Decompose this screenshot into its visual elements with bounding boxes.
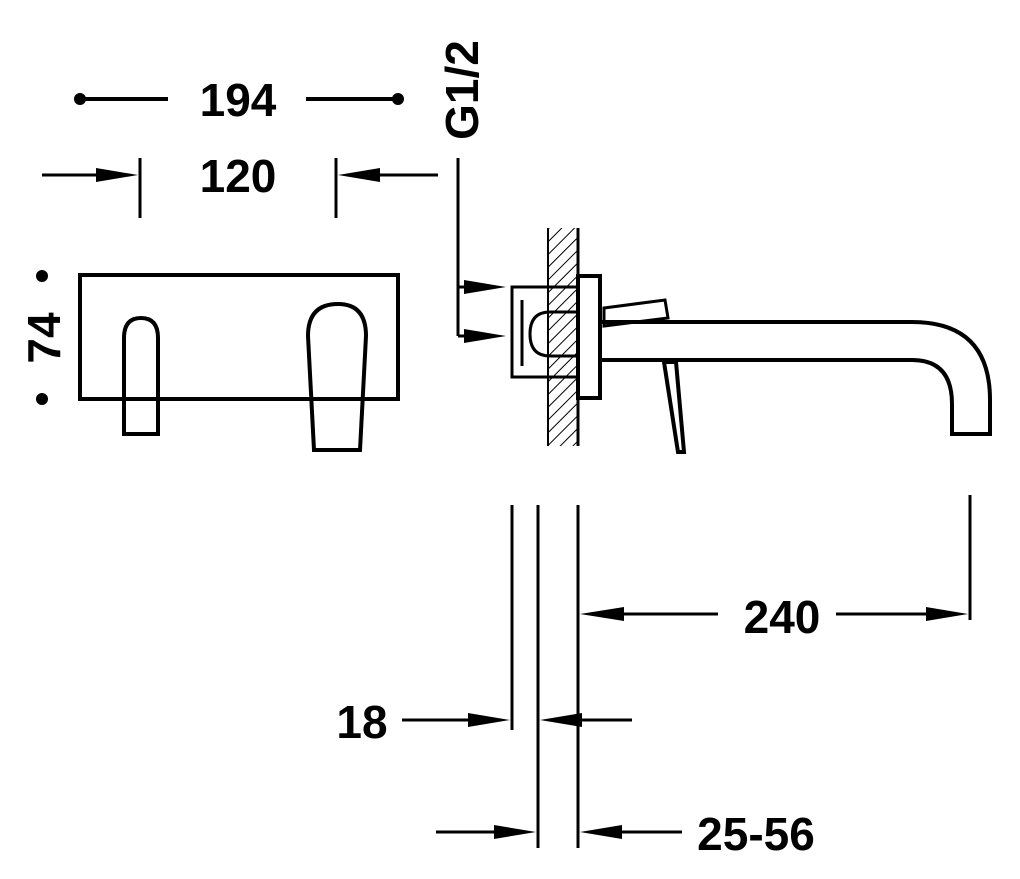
dim-plate-depth-label: 18 — [336, 696, 387, 748]
dim-overall-width-label: 194 — [200, 74, 277, 126]
dim-handle-spacing: 120 — [42, 150, 438, 218]
left-handle — [122, 315, 160, 436]
front-view: 194 120 74 — [18, 74, 438, 452]
cover-plate — [78, 273, 400, 401]
extension-lines — [510, 495, 972, 848]
dim-wall-range-label: 25-56 — [697, 808, 815, 860]
side-cover-plate — [576, 274, 602, 400]
dim-plate-height-label: 74 — [18, 312, 70, 364]
spout — [598, 320, 992, 436]
dim-thread-leader — [456, 158, 506, 343]
dim-handle-spacing-label: 120 — [200, 150, 277, 202]
right-handle — [305, 301, 369, 452]
side-view: G1/2 — [336, 40, 992, 860]
dim-thread-label: G1/2 — [436, 40, 488, 140]
wall-section — [547, 228, 580, 446]
dim-plate-depth: 18 — [336, 696, 632, 748]
lever — [602, 298, 687, 454]
dim-plate-height: 74 — [18, 270, 70, 405]
dim-overall-width: 194 — [74, 74, 404, 126]
dim-spout-projection: 240 — [580, 591, 968, 643]
dim-spout-projection-label: 240 — [744, 591, 821, 643]
dim-wall-range: 25-56 — [436, 808, 815, 860]
